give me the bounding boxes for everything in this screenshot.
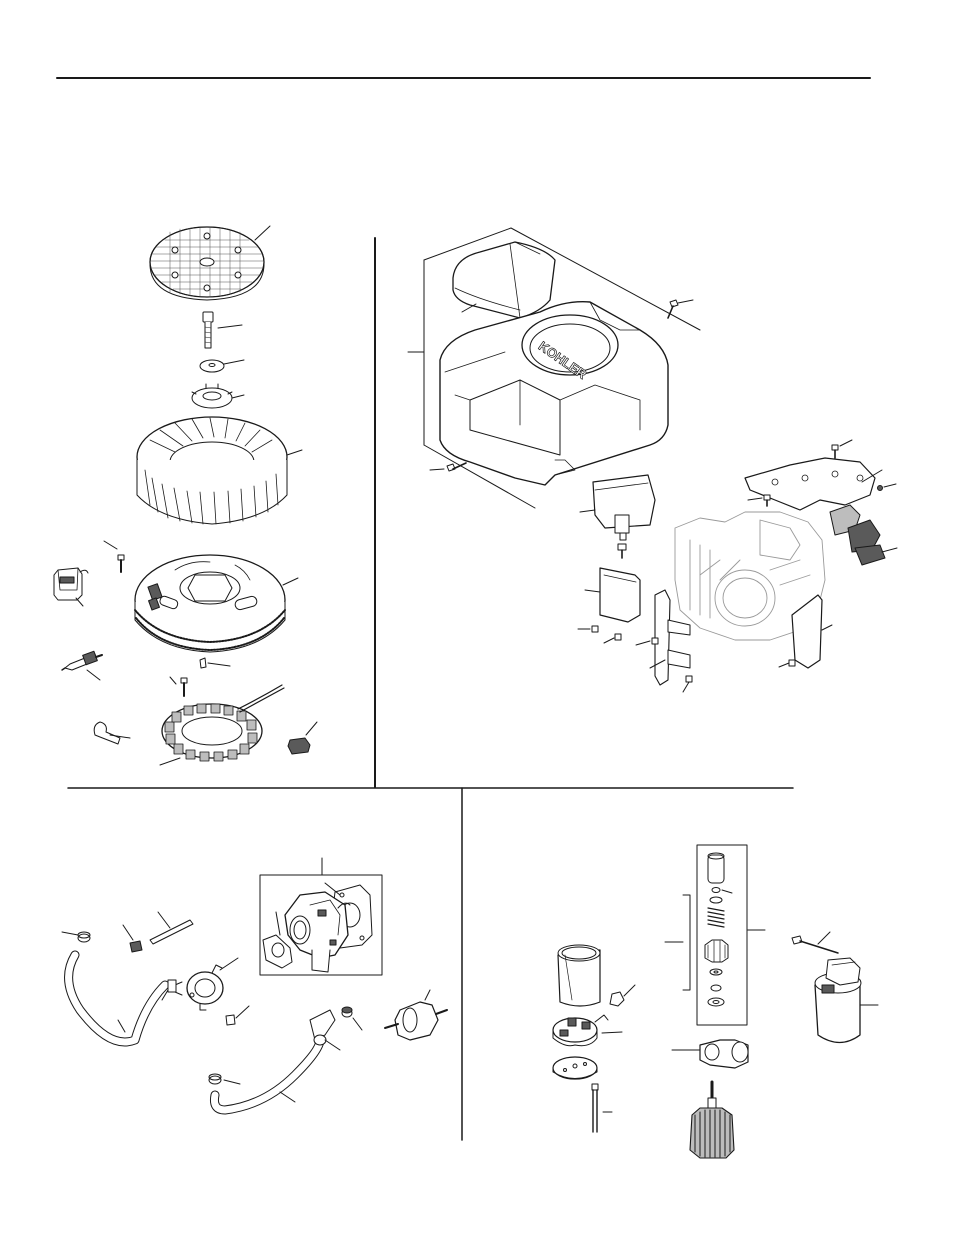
cylinder-head-baffle (580, 475, 655, 558)
ignition-module (54, 568, 88, 606)
flywheel (135, 555, 298, 652)
flywheel-key (200, 658, 230, 668)
stud (150, 912, 193, 944)
stator (160, 685, 284, 765)
thru-bolts (592, 1084, 612, 1132)
blower-housing: KOHLER (440, 302, 668, 485)
fuel-line-long (69, 955, 165, 1042)
fuel-clamp-b (123, 925, 142, 952)
flywheel-bolt (203, 312, 242, 348)
fuel-clamp-d (342, 1007, 362, 1030)
end-cap (553, 1057, 597, 1079)
fan-retainer (192, 384, 244, 408)
fuel-clamp-a (62, 932, 90, 942)
side-baffle-left (578, 568, 640, 643)
starter-drive-kit (665, 845, 765, 1025)
top-baffle-plate (745, 440, 896, 510)
wire-clip (94, 722, 130, 744)
starter-nut (610, 985, 635, 1006)
module-screw (104, 541, 124, 572)
spark-plug (62, 651, 102, 680)
drive-end-cap (672, 1040, 748, 1068)
stator-screw (170, 677, 187, 696)
fuel-filter (385, 990, 447, 1040)
armature (690, 1082, 734, 1158)
fuel-clamp-c (209, 1074, 240, 1084)
flywheel-screen (150, 226, 270, 300)
fuel-pump (175, 958, 238, 1010)
air-intake-cover (453, 242, 555, 318)
starter-housing (558, 945, 600, 1006)
starter-motor (815, 958, 878, 1043)
pump-screw (226, 1006, 249, 1025)
fuel-line-short (214, 1040, 320, 1110)
baffle-blocks (830, 505, 897, 565)
cooling-fan (137, 417, 302, 524)
brush-holder (553, 1015, 622, 1046)
starter-bolt (792, 932, 838, 953)
screw-left (430, 463, 466, 471)
terminal-cover (288, 722, 317, 754)
washer (200, 360, 244, 372)
